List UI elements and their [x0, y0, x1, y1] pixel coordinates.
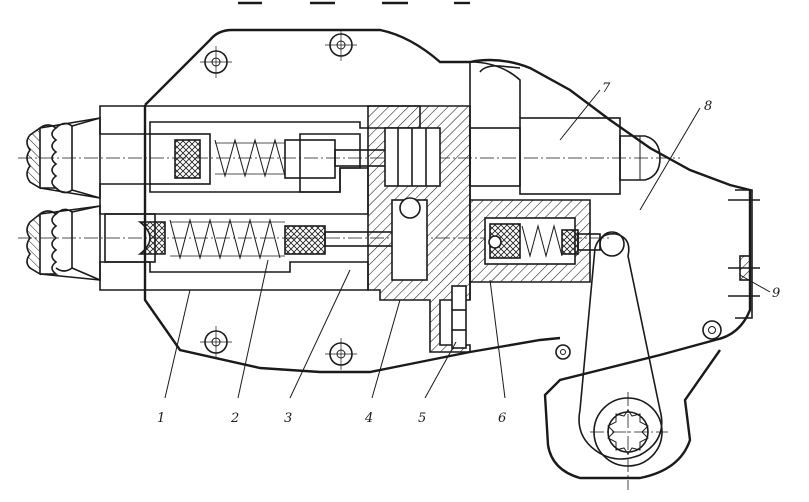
callout-4: 4 [364, 411, 373, 426]
callout-7: 7 [602, 81, 611, 96]
upper-dust-boot [26, 116, 101, 200]
callout-3: 3 [284, 411, 292, 426]
valve-body [367, 105, 471, 353]
callout-5: 5 [418, 411, 426, 426]
bolt-hole-top-left [200, 46, 232, 78]
bolt-hole-bottom-left [200, 326, 232, 358]
bolt-hole-top-right [325, 29, 357, 61]
bolt-hole-far-right [702, 320, 722, 340]
lower-dust-boot [26, 205, 101, 282]
callout-2: 2 [230, 411, 239, 426]
plunger-assembly [469, 61, 661, 195]
bolt-hole-right [555, 344, 571, 360]
lower-piston-assembly [104, 213, 401, 263]
bolt-hole-bottom-center [325, 338, 357, 370]
callout-6: 6 [498, 411, 506, 426]
actuating-lever [578, 231, 668, 490]
upper-piston-assembly [149, 133, 391, 185]
leader-lines [164, 89, 771, 399]
callout-1: 1 [157, 411, 165, 426]
right-bracket [728, 189, 760, 319]
valve-chamber [469, 199, 601, 283]
callout-8: 8 [704, 99, 712, 114]
callout-9: 9 [772, 286, 780, 301]
